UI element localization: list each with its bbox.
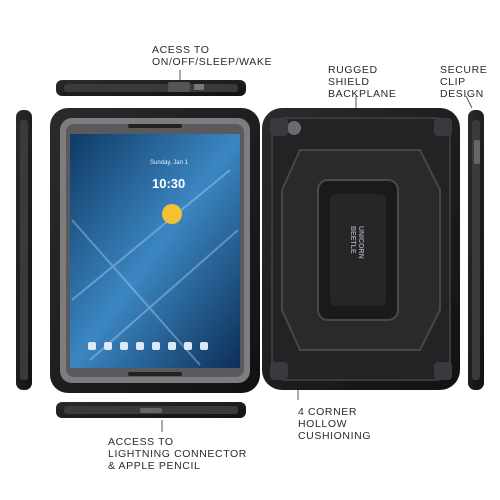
case-back: [262, 108, 460, 390]
screen-date: Sunday, Jan 1: [150, 160, 188, 166]
brand-mark: UNICORN BEETLE: [349, 226, 364, 259]
case-bottom-edge: [56, 402, 246, 418]
case-left-side: [16, 110, 32, 390]
label-bottom-ports: ACCESS TO LIGHTNING CONNECTOR & APPLE PE…: [108, 436, 247, 472]
label-cushioning: 4 CORNER HOLLOW CUSHIONING: [298, 406, 372, 442]
case-right-side: [468, 110, 484, 390]
screen-time: 10:30: [152, 176, 186, 191]
label-top-buttons: ACESS TO ON/OFF/SLEEP/WAKE: [152, 44, 273, 68]
case-top-edge: [56, 80, 246, 96]
label-backplane: RUGGED SHIELD BACKPLANE: [328, 64, 397, 100]
leader-clip: [465, 95, 473, 109]
case-front: [50, 108, 260, 393]
label-clip: SECURE CLIP DESIGN: [440, 64, 488, 100]
